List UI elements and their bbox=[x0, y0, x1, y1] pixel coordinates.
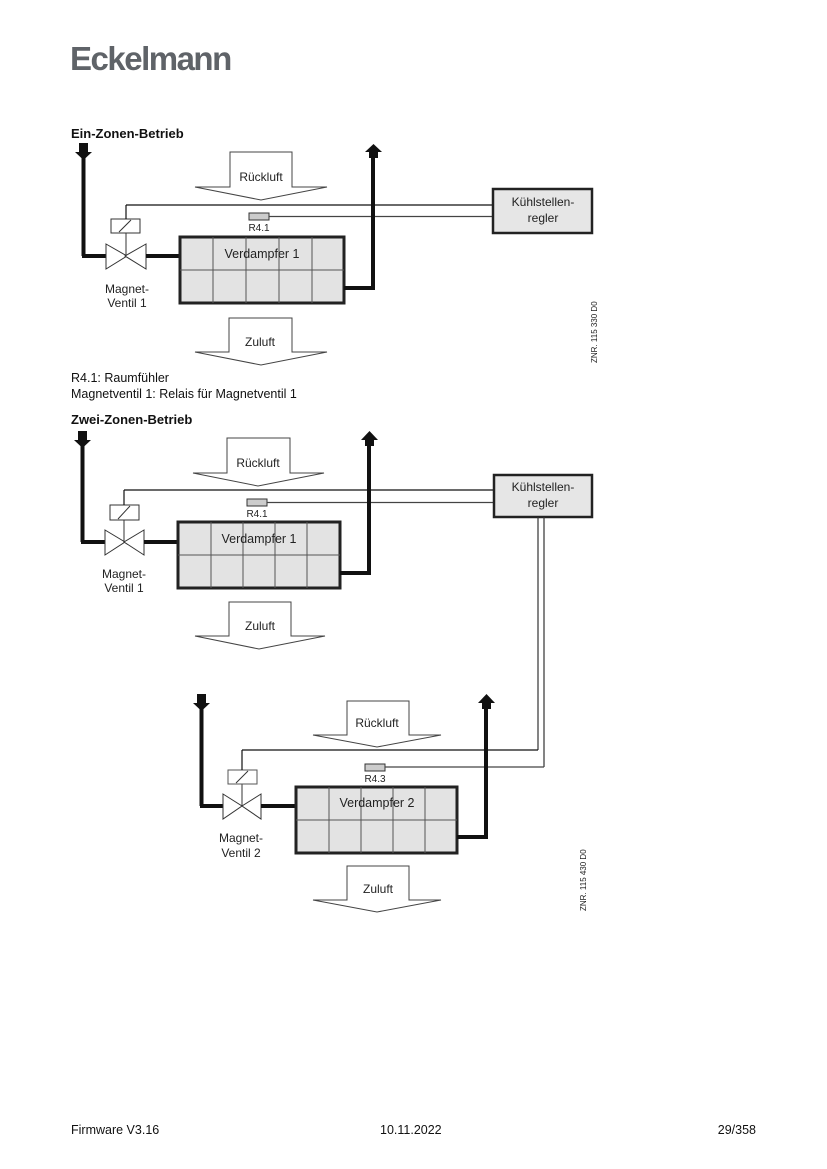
evaporator-1: Verdampfer 1 bbox=[178, 235, 346, 305]
footer-page-number: 29/358 bbox=[717, 1123, 756, 1137]
controller-label: regler bbox=[528, 496, 559, 510]
legend-one-zone: R4.1: Raumfühler Magnetventil 1: Relais … bbox=[71, 371, 297, 402]
solenoid-valve-icon bbox=[222, 749, 538, 820]
refrigerant-outlet-arrow-icon bbox=[457, 694, 495, 839]
drawing-number: ZNR. 115 430 D0 bbox=[579, 849, 588, 911]
sensor-label: R4.3 bbox=[364, 774, 386, 785]
evaporator-label: Verdampfer 1 bbox=[224, 247, 299, 261]
controller-box: Kühlstellen- regler bbox=[492, 473, 594, 767]
supply-air-label: Zuluft bbox=[363, 882, 394, 896]
diagram-one-zone: Magnet- Ventil 1 Rückluft R4.1 Verdampfe… bbox=[75, 143, 599, 366]
valve-label: Ventil 2 bbox=[221, 846, 261, 860]
refrigerant-inlet-arrow-icon bbox=[193, 694, 224, 808]
controller-label: regler bbox=[528, 211, 559, 225]
valve-label: Ventil 1 bbox=[104, 581, 144, 595]
evaporator-label: Verdampfer 1 bbox=[221, 532, 296, 546]
legend-item: Magnetventil 1: Relais für Magnetventil … bbox=[71, 386, 297, 401]
evaporator-label: Verdampfer 2 bbox=[339, 796, 414, 810]
supply-air-arrow-icon: Zuluft bbox=[194, 601, 326, 650]
solenoid-valve-icon bbox=[105, 204, 493, 270]
sensor-label: R4.1 bbox=[246, 509, 268, 520]
return-air-arrow-icon: Rückluft bbox=[192, 437, 325, 487]
controller-label: Kühlstellen- bbox=[512, 195, 575, 209]
refrigerant-outlet-arrow-icon bbox=[344, 144, 382, 290]
return-air-label: Rückluft bbox=[239, 170, 283, 184]
refrigerant-inlet-arrow-icon bbox=[75, 143, 108, 258]
sensor-label: R4.1 bbox=[248, 223, 270, 234]
diagram-two-zone: Magnet- Ventil 1 Rückluft R4.1 Verdampfe… bbox=[74, 431, 594, 913]
legend-item: R4.1: Raumfühler bbox=[71, 371, 169, 385]
section-title-one-zone: Ein-Zonen-Betrieb bbox=[71, 126, 184, 141]
controller-label: Kühlstellen- bbox=[512, 480, 575, 494]
return-air-label: Rückluft bbox=[236, 456, 280, 470]
return-air-label: Rückluft bbox=[355, 716, 399, 730]
supply-air-label: Zuluft bbox=[245, 335, 276, 349]
valve-label: Magnet- bbox=[219, 831, 263, 845]
return-air-arrow-icon: Rückluft bbox=[194, 151, 328, 201]
valve-label: Magnet- bbox=[105, 282, 149, 296]
evaporator-2: Verdampfer 2 bbox=[294, 785, 459, 855]
footer-firmware: Firmware V3.16 bbox=[71, 1123, 160, 1137]
footer-date: 10.11.2022 bbox=[380, 1123, 442, 1137]
sensor-r41: R4.1 bbox=[246, 498, 494, 520]
valve-label: Magnet- bbox=[102, 567, 146, 581]
solenoid-valve-icon bbox=[104, 489, 494, 556]
drawing-number: ZNR. 115 330 D0 bbox=[590, 301, 599, 363]
supply-air-arrow-icon: Zuluft bbox=[194, 317, 328, 366]
refrigerant-outlet-arrow-icon bbox=[340, 431, 378, 575]
section-title-two-zone: Zwei-Zonen-Betrieb bbox=[71, 412, 193, 427]
refrigerant-inlet-arrow-icon bbox=[74, 431, 107, 544]
eckelmann-logo: Eckelmann bbox=[70, 40, 232, 77]
supply-air-arrow-icon: Zuluft bbox=[312, 865, 442, 913]
sensor-r41: R4.1 bbox=[248, 212, 493, 234]
controller-box: Kühlstellen- regler bbox=[491, 187, 594, 235]
return-air-arrow-icon: Rückluft bbox=[312, 700, 442, 748]
valve-label: Ventil 1 bbox=[107, 296, 147, 310]
evaporator-1: Verdampfer 1 bbox=[176, 520, 342, 590]
sensor-r43: R4.3 bbox=[364, 763, 544, 785]
supply-air-label: Zuluft bbox=[245, 619, 276, 633]
